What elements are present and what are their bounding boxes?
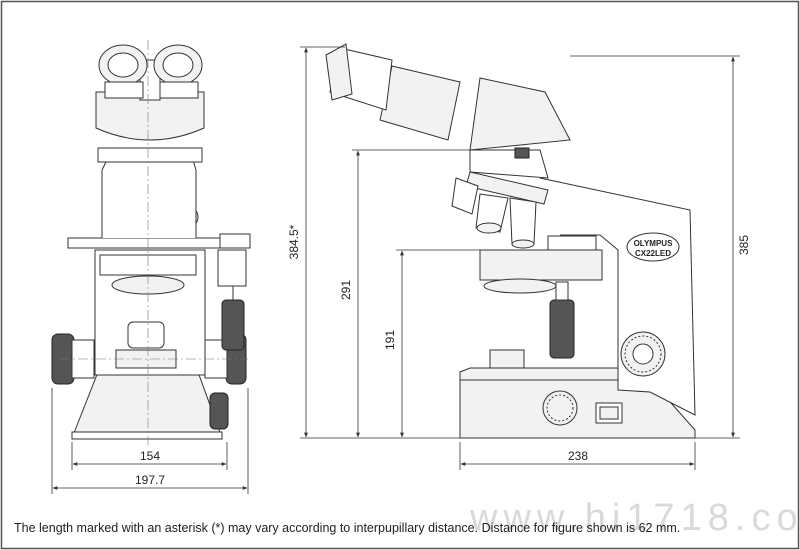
brand-label: OLYMPUS <box>634 239 673 248</box>
front-stage-knob <box>217 249 247 351</box>
caption-text: The length marked with an asterisk (*) m… <box>14 521 680 535</box>
front-width-outer-label: 197.7 <box>135 473 165 487</box>
side-depth-label: 238 <box>568 449 588 463</box>
side-light-dial <box>542 390 578 426</box>
model-label: CX22LED <box>635 249 671 258</box>
front-width-inner-label: 154 <box>140 449 160 463</box>
side-eyepiece <box>325 43 461 141</box>
model-badge <box>626 232 680 262</box>
height-arm-label: 291 <box>339 280 353 300</box>
front-view <box>51 40 251 445</box>
front-dimension-lines <box>51 388 249 494</box>
height-stage-label: 191 <box>383 330 397 350</box>
side-view <box>325 43 696 439</box>
height-total-label: 385 <box>737 235 751 255</box>
height-eyepiece-label: 384.5* <box>287 224 301 259</box>
side-focus-dial <box>620 331 666 377</box>
side-dimension-lines <box>300 46 740 470</box>
watermark-text: www.hi1718.com <box>469 497 800 539</box>
